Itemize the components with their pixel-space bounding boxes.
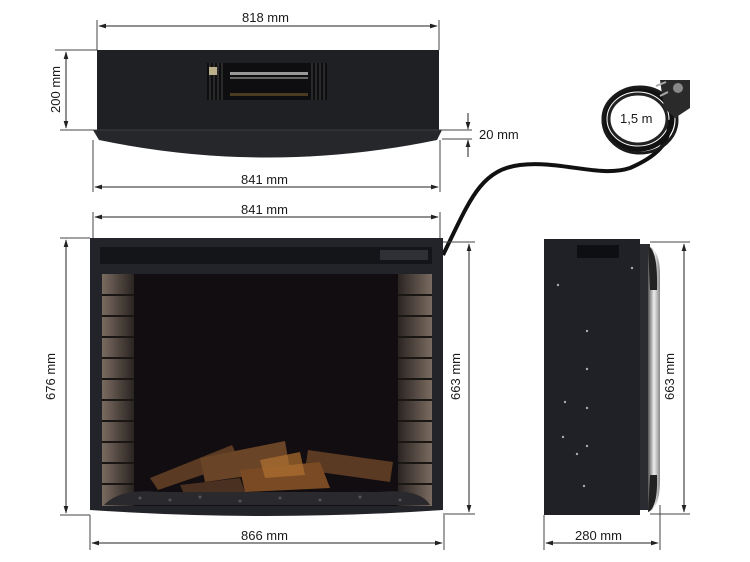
top-width-818-label: 818 mm [242, 10, 289, 25]
front-width-866-label: 866 mm [241, 528, 288, 543]
top-view [55, 20, 472, 192]
power-cord [441, 80, 690, 256]
top-width-841-label: 841 mm [241, 172, 288, 187]
heater-vent-icon [207, 63, 327, 100]
top-view-front-lip [93, 130, 442, 158]
front-height-676-label: 676 mm [42, 353, 58, 400]
side-view [543, 239, 690, 550]
front-view [60, 212, 475, 550]
front-width-841-label: 841 mm [241, 202, 288, 217]
top-depth-200-label: 200 mm [47, 66, 63, 113]
side-view-body [544, 239, 640, 515]
cord-length-label: 1,5 m [620, 111, 653, 126]
plug-icon [655, 80, 690, 118]
front-height-663-label: 663 mm [447, 353, 463, 400]
side-depth-280-label: 280 mm [575, 528, 622, 543]
lip-20-label: 20 mm [479, 127, 519, 142]
log-set [150, 441, 393, 496]
side-height-663-label: 663 mm [661, 353, 677, 400]
